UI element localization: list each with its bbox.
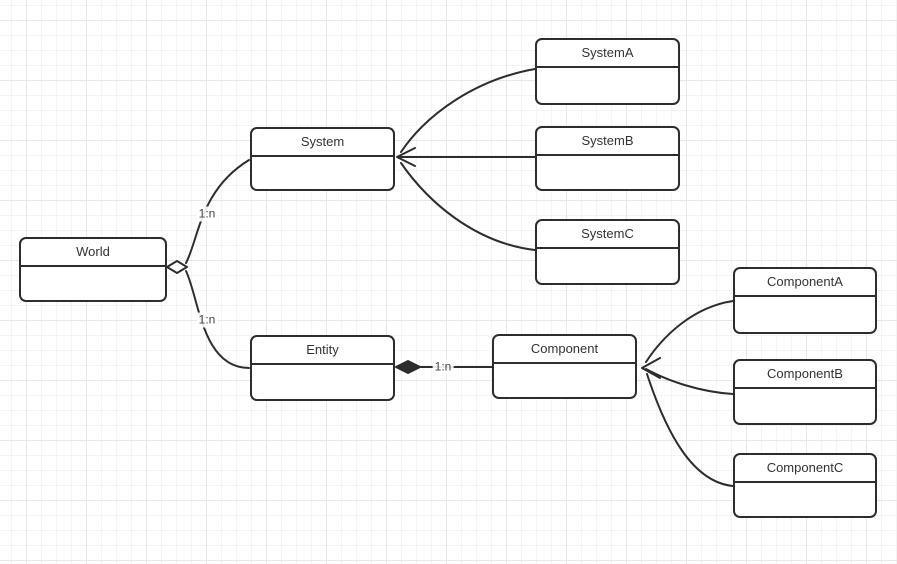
node-title: System [252, 129, 393, 157]
node-title: ComponentB [735, 361, 875, 389]
node-body [735, 389, 875, 423]
node-title: Entity [252, 337, 393, 365]
edge-label-entity-component: 1:n [432, 359, 454, 375]
edge-label-world-entity: 1:n [196, 312, 218, 328]
class-box-entity[interactable]: Entity [250, 335, 395, 401]
edge-world-entity[interactable] [185, 270, 250, 369]
node-title: Component [494, 336, 635, 364]
node-title: SystemC [537, 221, 678, 249]
node-title: ComponentC [735, 455, 875, 483]
node-body [537, 68, 678, 103]
edge-componentB-component[interactable] [645, 368, 734, 395]
node-body [252, 157, 393, 189]
node-body [735, 483, 875, 516]
class-box-component[interactable]: Component [492, 334, 637, 399]
node-title: ComponentA [735, 269, 875, 297]
open-arrow-marker-component [641, 357, 661, 379]
class-box-systemC[interactable]: SystemC [535, 219, 680, 285]
class-box-systemB[interactable]: SystemB [535, 126, 680, 191]
node-title: World [21, 239, 165, 267]
edge-world-system[interactable] [185, 159, 250, 264]
class-box-system[interactable]: System [250, 127, 395, 191]
edge-componentA-component[interactable] [645, 300, 734, 363]
edge-componentC-component[interactable] [646, 373, 734, 487]
node-body [735, 297, 875, 332]
edge-systemC-system[interactable] [400, 162, 536, 251]
filled-diamond-marker [395, 360, 421, 374]
node-body [494, 364, 635, 397]
class-box-systemA[interactable]: SystemA [535, 38, 680, 105]
edge-label-world-system: 1:n [196, 206, 218, 222]
class-box-componentA[interactable]: ComponentA [733, 267, 877, 334]
class-box-world[interactable]: World [19, 237, 167, 302]
hollow-diamond-marker [166, 260, 188, 274]
class-box-componentC[interactable]: ComponentC [733, 453, 877, 518]
node-title: SystemA [537, 40, 678, 68]
open-arrow-marker-system [396, 147, 416, 167]
node-body [537, 249, 678, 283]
node-title: SystemB [537, 128, 678, 156]
node-body [252, 365, 393, 399]
edge-systemA-system[interactable] [400, 68, 536, 153]
node-body [21, 267, 165, 300]
class-box-componentB[interactable]: ComponentB [733, 359, 877, 425]
node-body [537, 156, 678, 189]
